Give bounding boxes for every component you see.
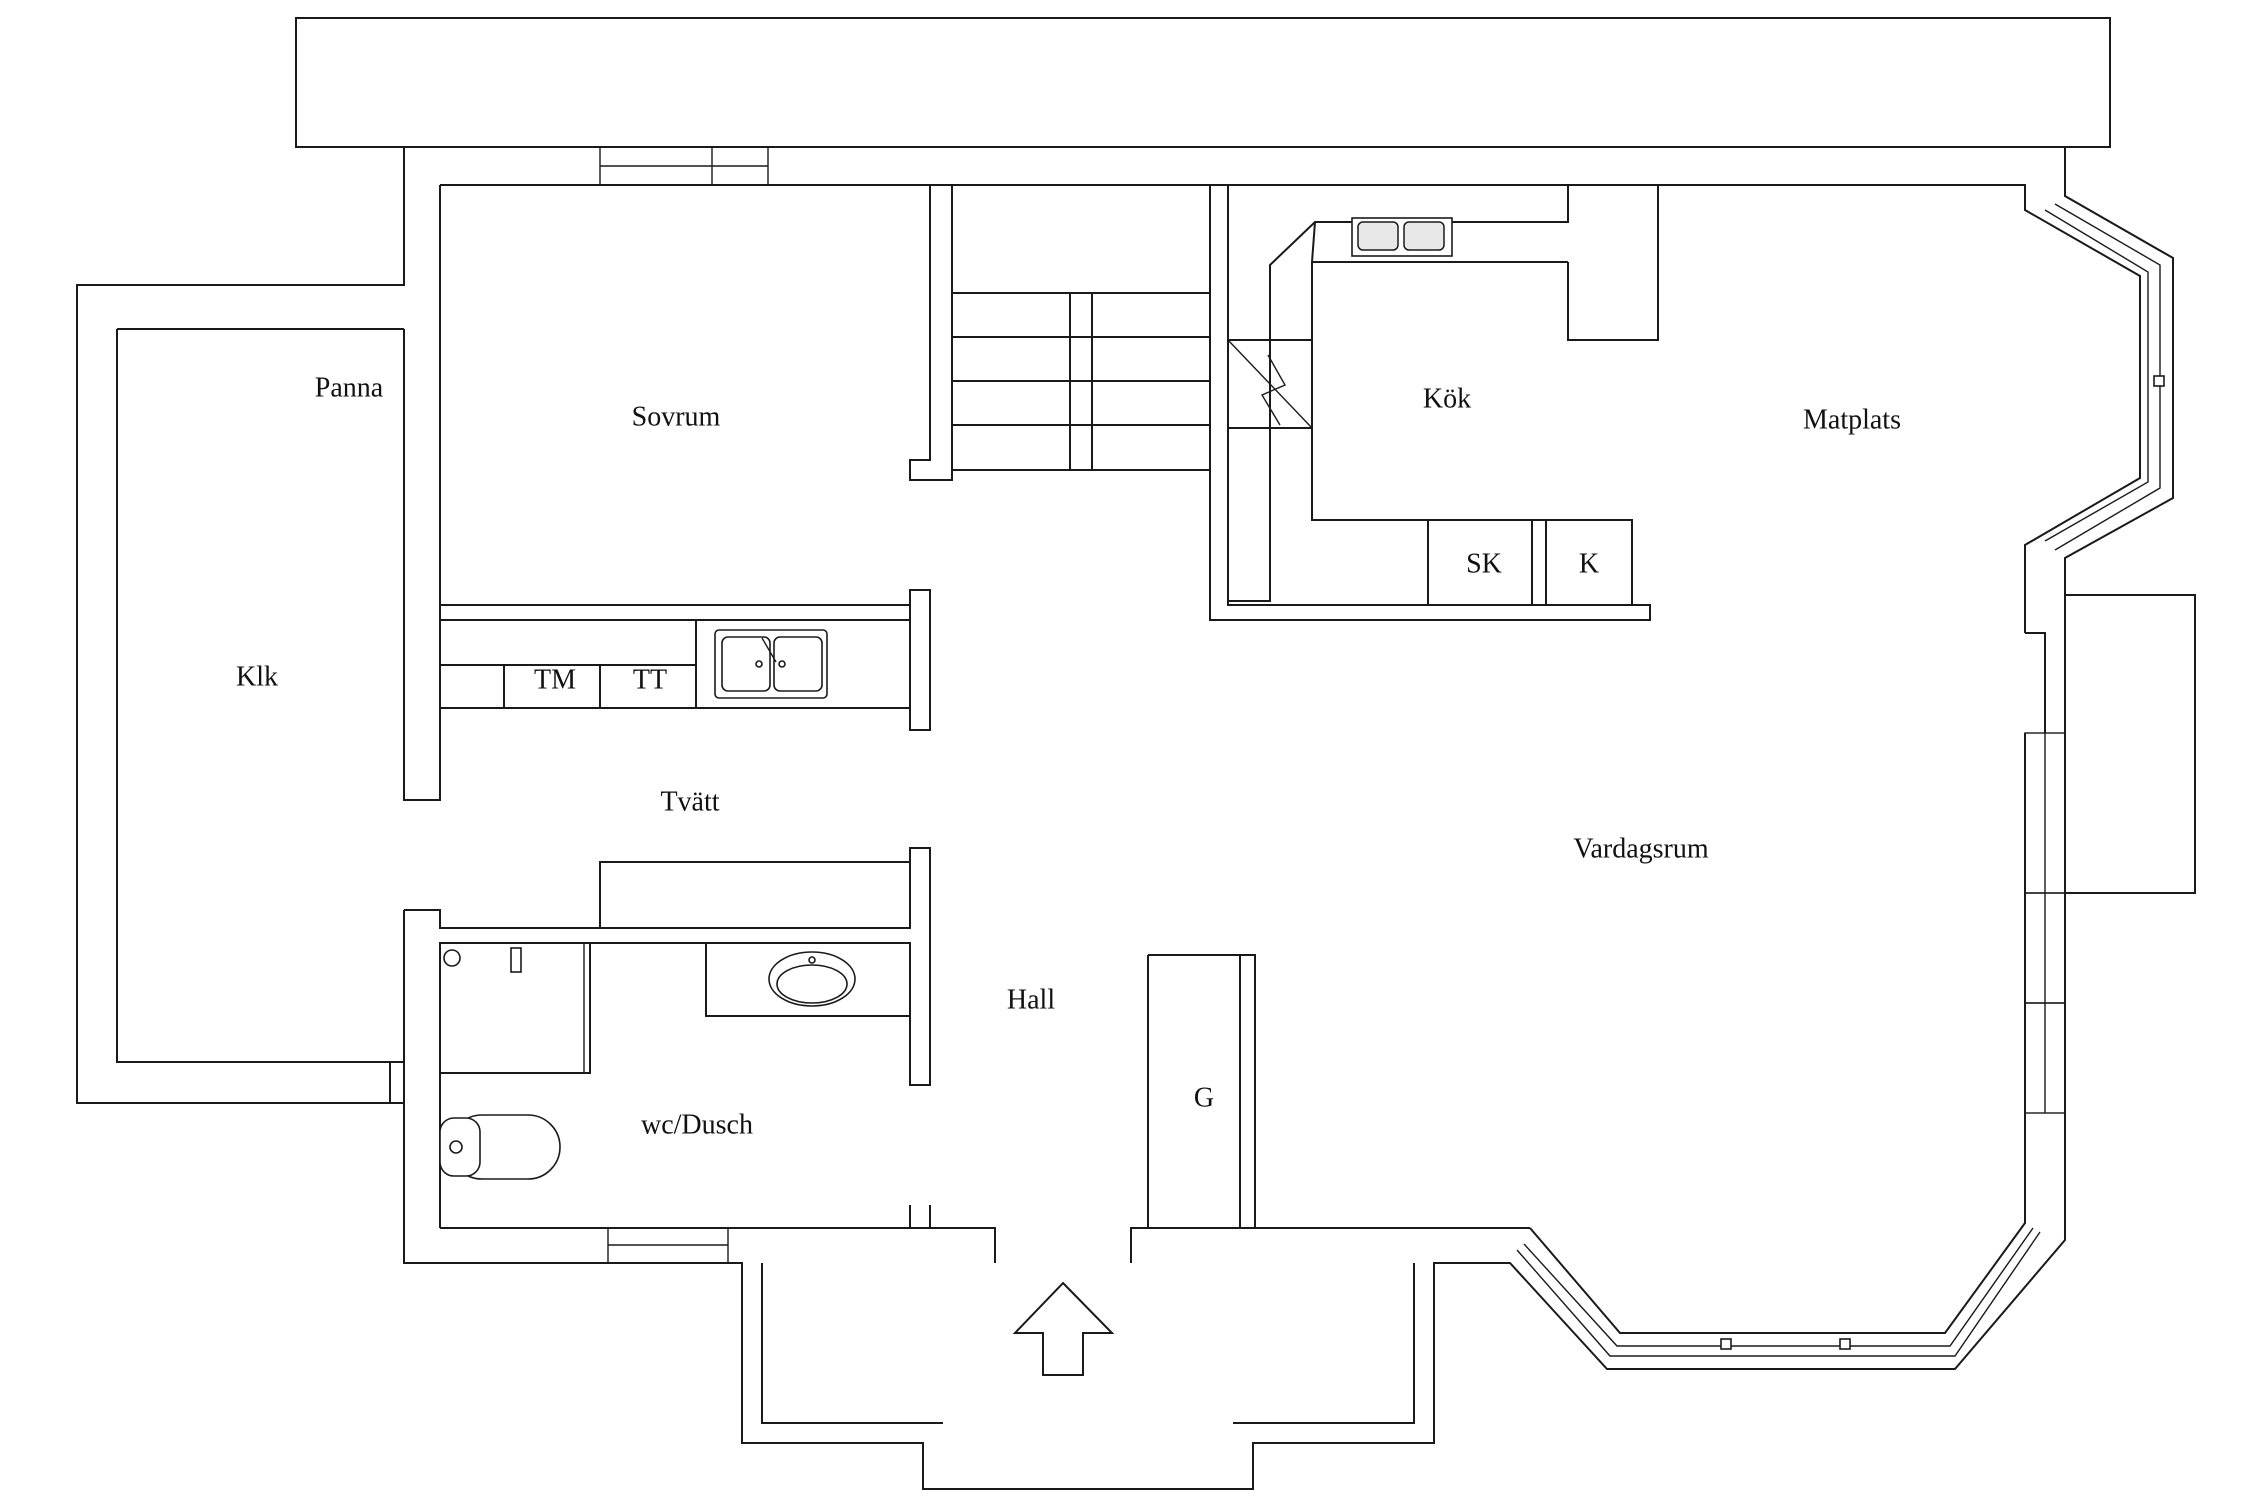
staircase xyxy=(951,184,1211,471)
entrance-arrow xyxy=(1012,1281,1115,1376)
room-label-vardagsrum: Vardagsrum xyxy=(1573,833,1709,864)
room-label-klk: Klk xyxy=(236,661,278,692)
bathroom-fixtures xyxy=(439,942,911,1180)
hall-cabinet xyxy=(599,861,911,929)
laundry-fixtures xyxy=(439,619,911,709)
room-label-matplats: Matplats xyxy=(1803,404,1901,435)
room-labels: Panna Sovrum Kök Matplats Klk TM TT SK K… xyxy=(236,372,1901,1140)
room-label-wc-dusch: wc/Dusch xyxy=(641,1109,753,1140)
room-label-sk: SK xyxy=(1466,548,1502,579)
outer-walls xyxy=(76,147,2196,1490)
room-label-sovrum: Sovrum xyxy=(632,401,721,432)
window-details xyxy=(599,146,2174,1357)
room-label-kok: Kök xyxy=(1423,383,1471,414)
room-label-g: G xyxy=(1194,1082,1214,1113)
room-label-tvatt: Tvätt xyxy=(660,786,719,817)
room-label-tm: TM xyxy=(534,664,576,695)
room-label-hall: Hall xyxy=(1007,984,1055,1015)
top-roof-block xyxy=(295,17,2111,148)
interior-walls xyxy=(389,184,2046,1228)
room-label-tt: TT xyxy=(633,664,667,695)
kitchen-counters xyxy=(1227,184,1659,606)
room-label-panna: Panna xyxy=(315,372,384,403)
room-label-k: K xyxy=(1579,548,1599,579)
